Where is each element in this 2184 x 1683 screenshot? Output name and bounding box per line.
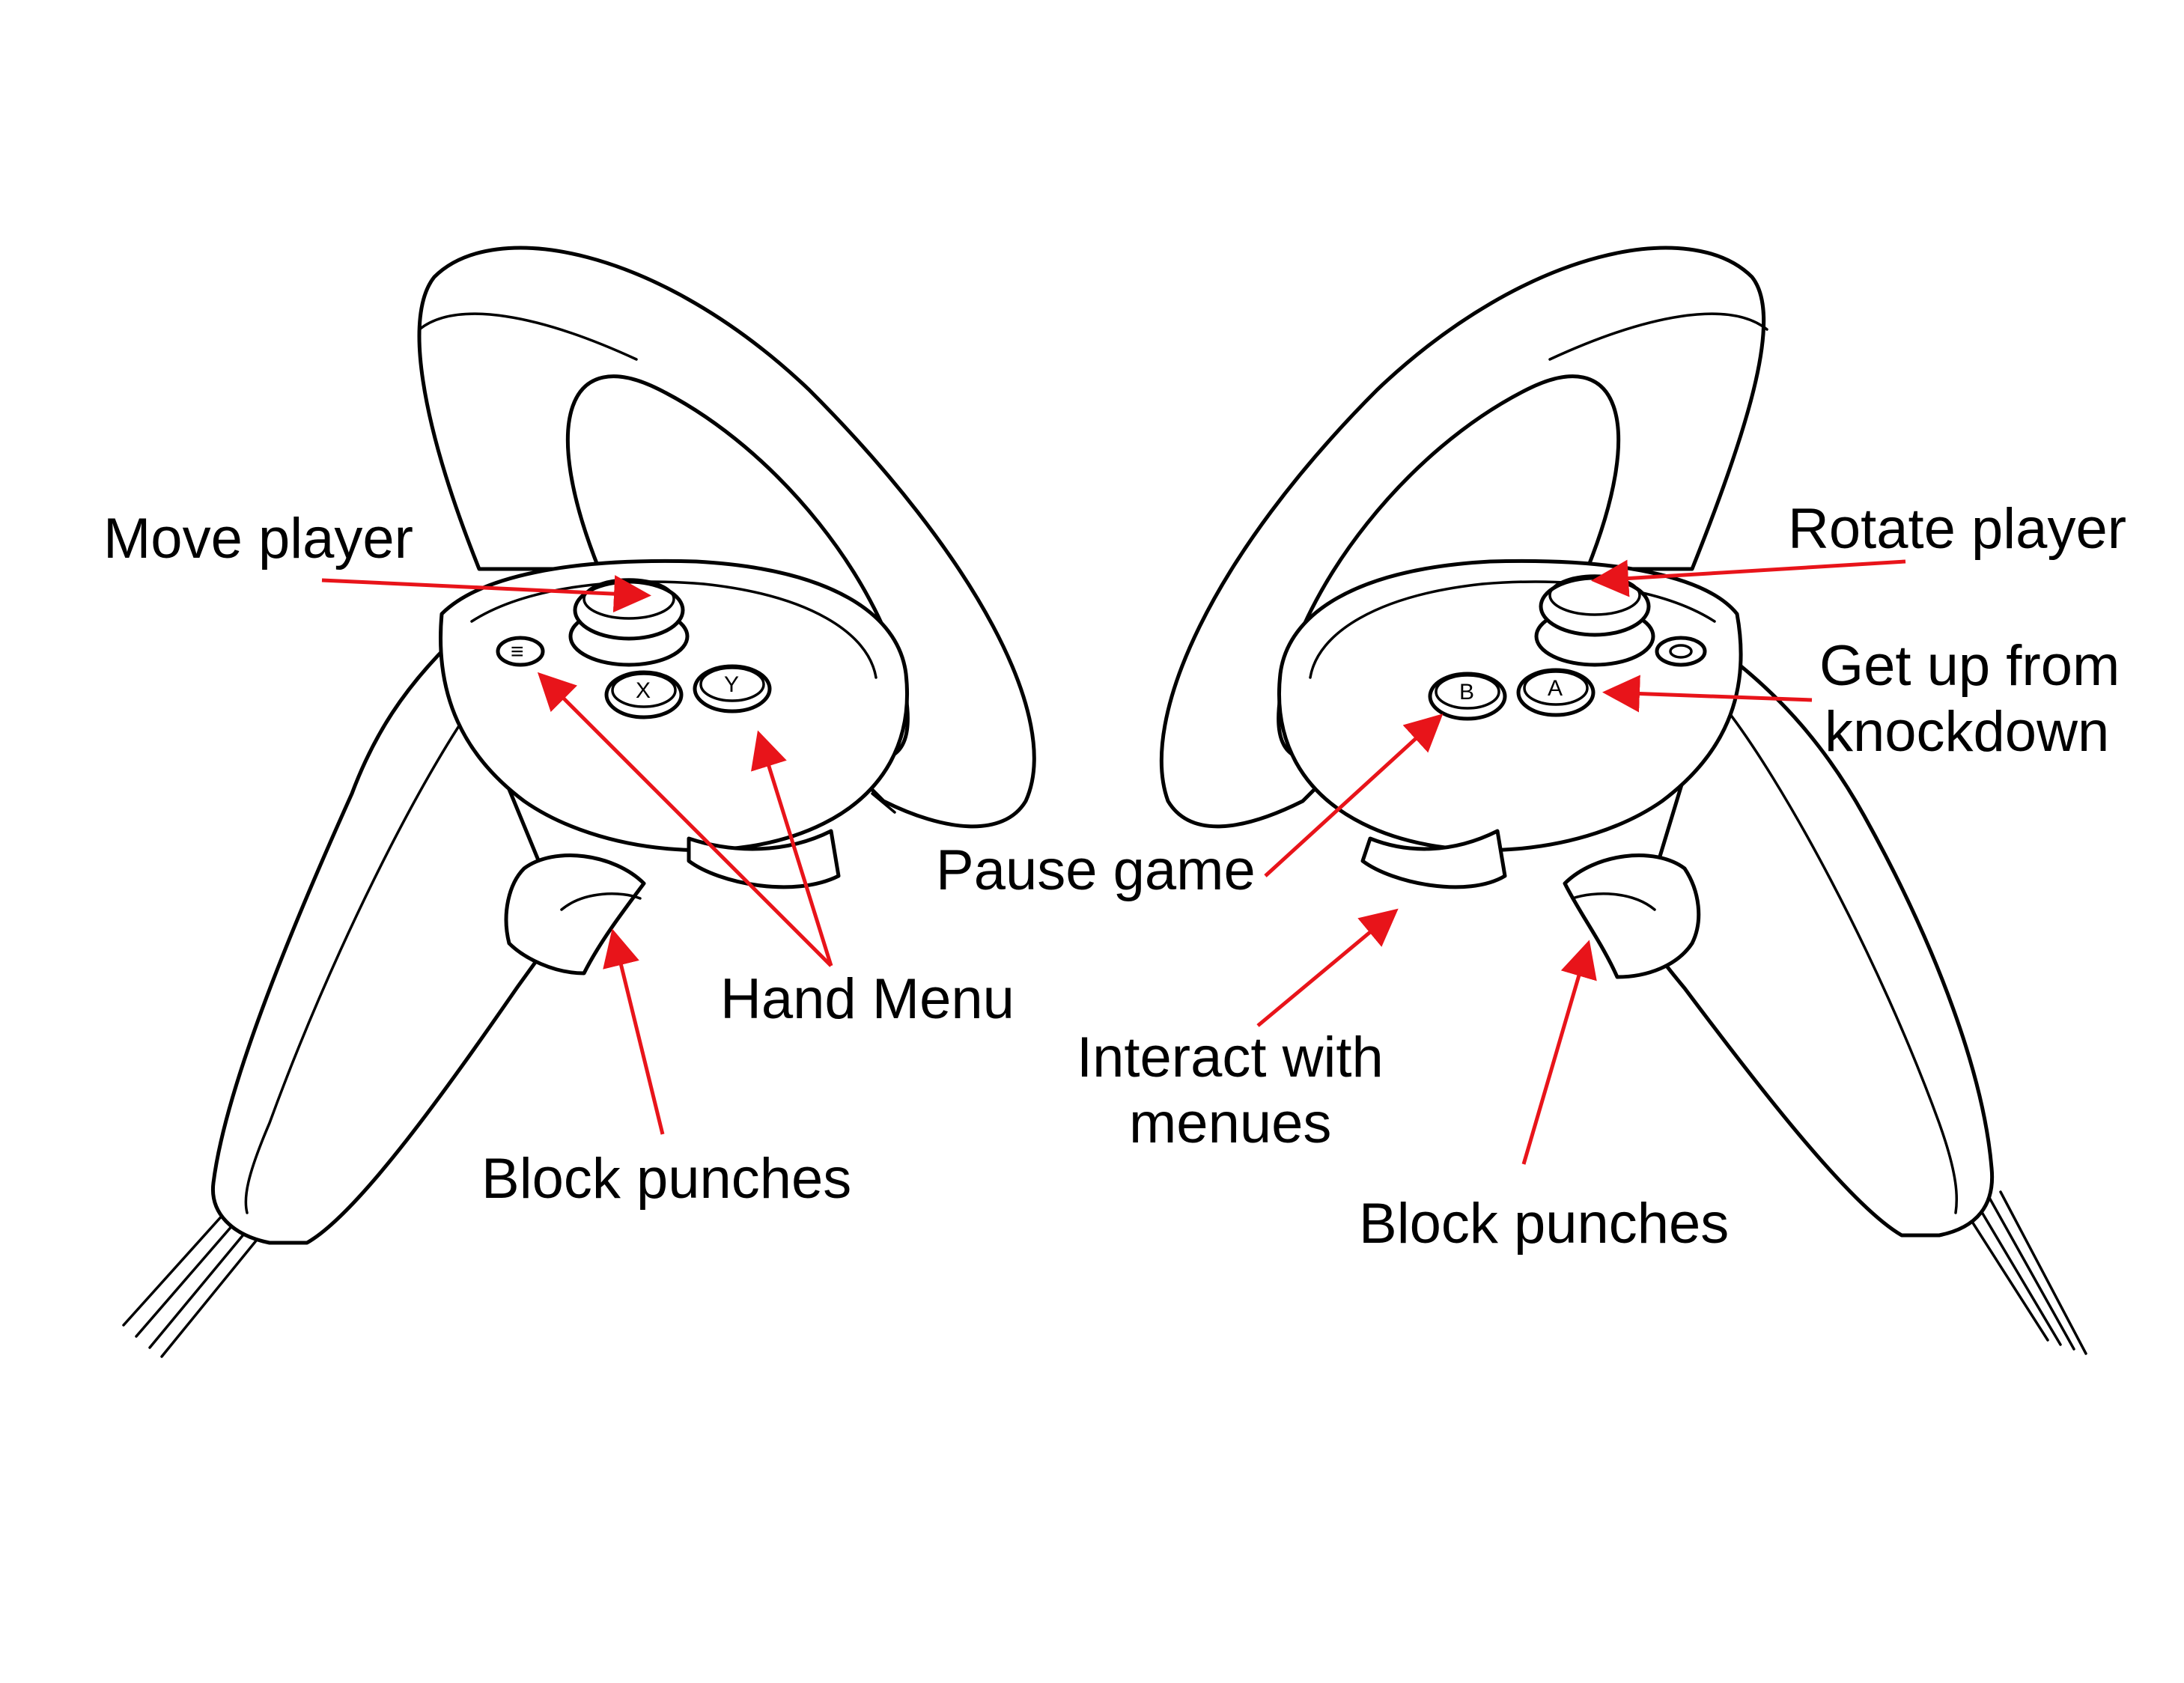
left-trigger[interactable] xyxy=(504,853,646,976)
b-button[interactable]: B xyxy=(1428,672,1507,721)
arrow-interact xyxy=(1256,908,1399,1027)
arrow-hand-menu-menu xyxy=(537,672,833,967)
x-button[interactable]: X xyxy=(604,670,684,719)
right-thumbstick[interactable] xyxy=(1534,574,1655,667)
annotation-arrows xyxy=(321,559,1906,1165)
arrow-hand-menu-y xyxy=(751,730,833,967)
a-button-label: A xyxy=(1548,676,1563,701)
label-interact-line1: Interact with xyxy=(1077,1026,1384,1089)
left-grip xyxy=(210,642,562,1245)
annotation-labels: Move player Hand Menu Block punches Rota… xyxy=(103,497,2126,1256)
right-underside xyxy=(1360,829,1507,889)
label-hand-menu: Hand Menu xyxy=(720,967,1015,1031)
a-button[interactable]: A xyxy=(1516,668,1596,717)
label-get-up-line2: knockdown xyxy=(1825,700,2109,764)
left-tracking-ring xyxy=(417,246,1036,829)
arrow-block-left xyxy=(603,928,665,1135)
label-block-punches-right: Block punches xyxy=(1359,1192,1729,1256)
label-move-player: Move player xyxy=(103,507,413,570)
left-menu-button[interactable]: ≡ xyxy=(496,636,545,667)
right-oculus-button[interactable] xyxy=(1655,636,1707,667)
y-button-label: Y xyxy=(724,672,739,697)
right-controller: B A xyxy=(1159,246,2087,1355)
right-grip xyxy=(1639,649,1995,1238)
right-top-face xyxy=(1277,559,1743,852)
y-button[interactable]: Y xyxy=(693,664,772,713)
left-cable xyxy=(122,1211,265,1358)
arrow-move-player xyxy=(321,575,651,613)
right-tracking-ring xyxy=(1159,246,1768,829)
arrow-rotate-player xyxy=(1591,559,1906,597)
b-button-label: B xyxy=(1459,680,1474,704)
right-cable xyxy=(1960,1190,2087,1355)
arrow-pause-game xyxy=(1264,713,1444,877)
label-block-punches-left: Block punches xyxy=(481,1147,851,1211)
right-trigger[interactable] xyxy=(1563,853,1701,979)
arrow-get-up xyxy=(1602,675,1813,713)
oculus-icon xyxy=(1669,644,1693,659)
arrow-block-right xyxy=(1521,940,1597,1165)
label-rotate-player: Rotate player xyxy=(1788,497,2126,561)
label-pause-game: Pause game xyxy=(936,839,1256,902)
x-button-label: X xyxy=(636,678,651,703)
label-interact-line2: menues xyxy=(1129,1092,1331,1155)
label-get-up-line1: Get up from xyxy=(1819,634,2120,698)
menu-icon: ≡ xyxy=(511,639,524,664)
